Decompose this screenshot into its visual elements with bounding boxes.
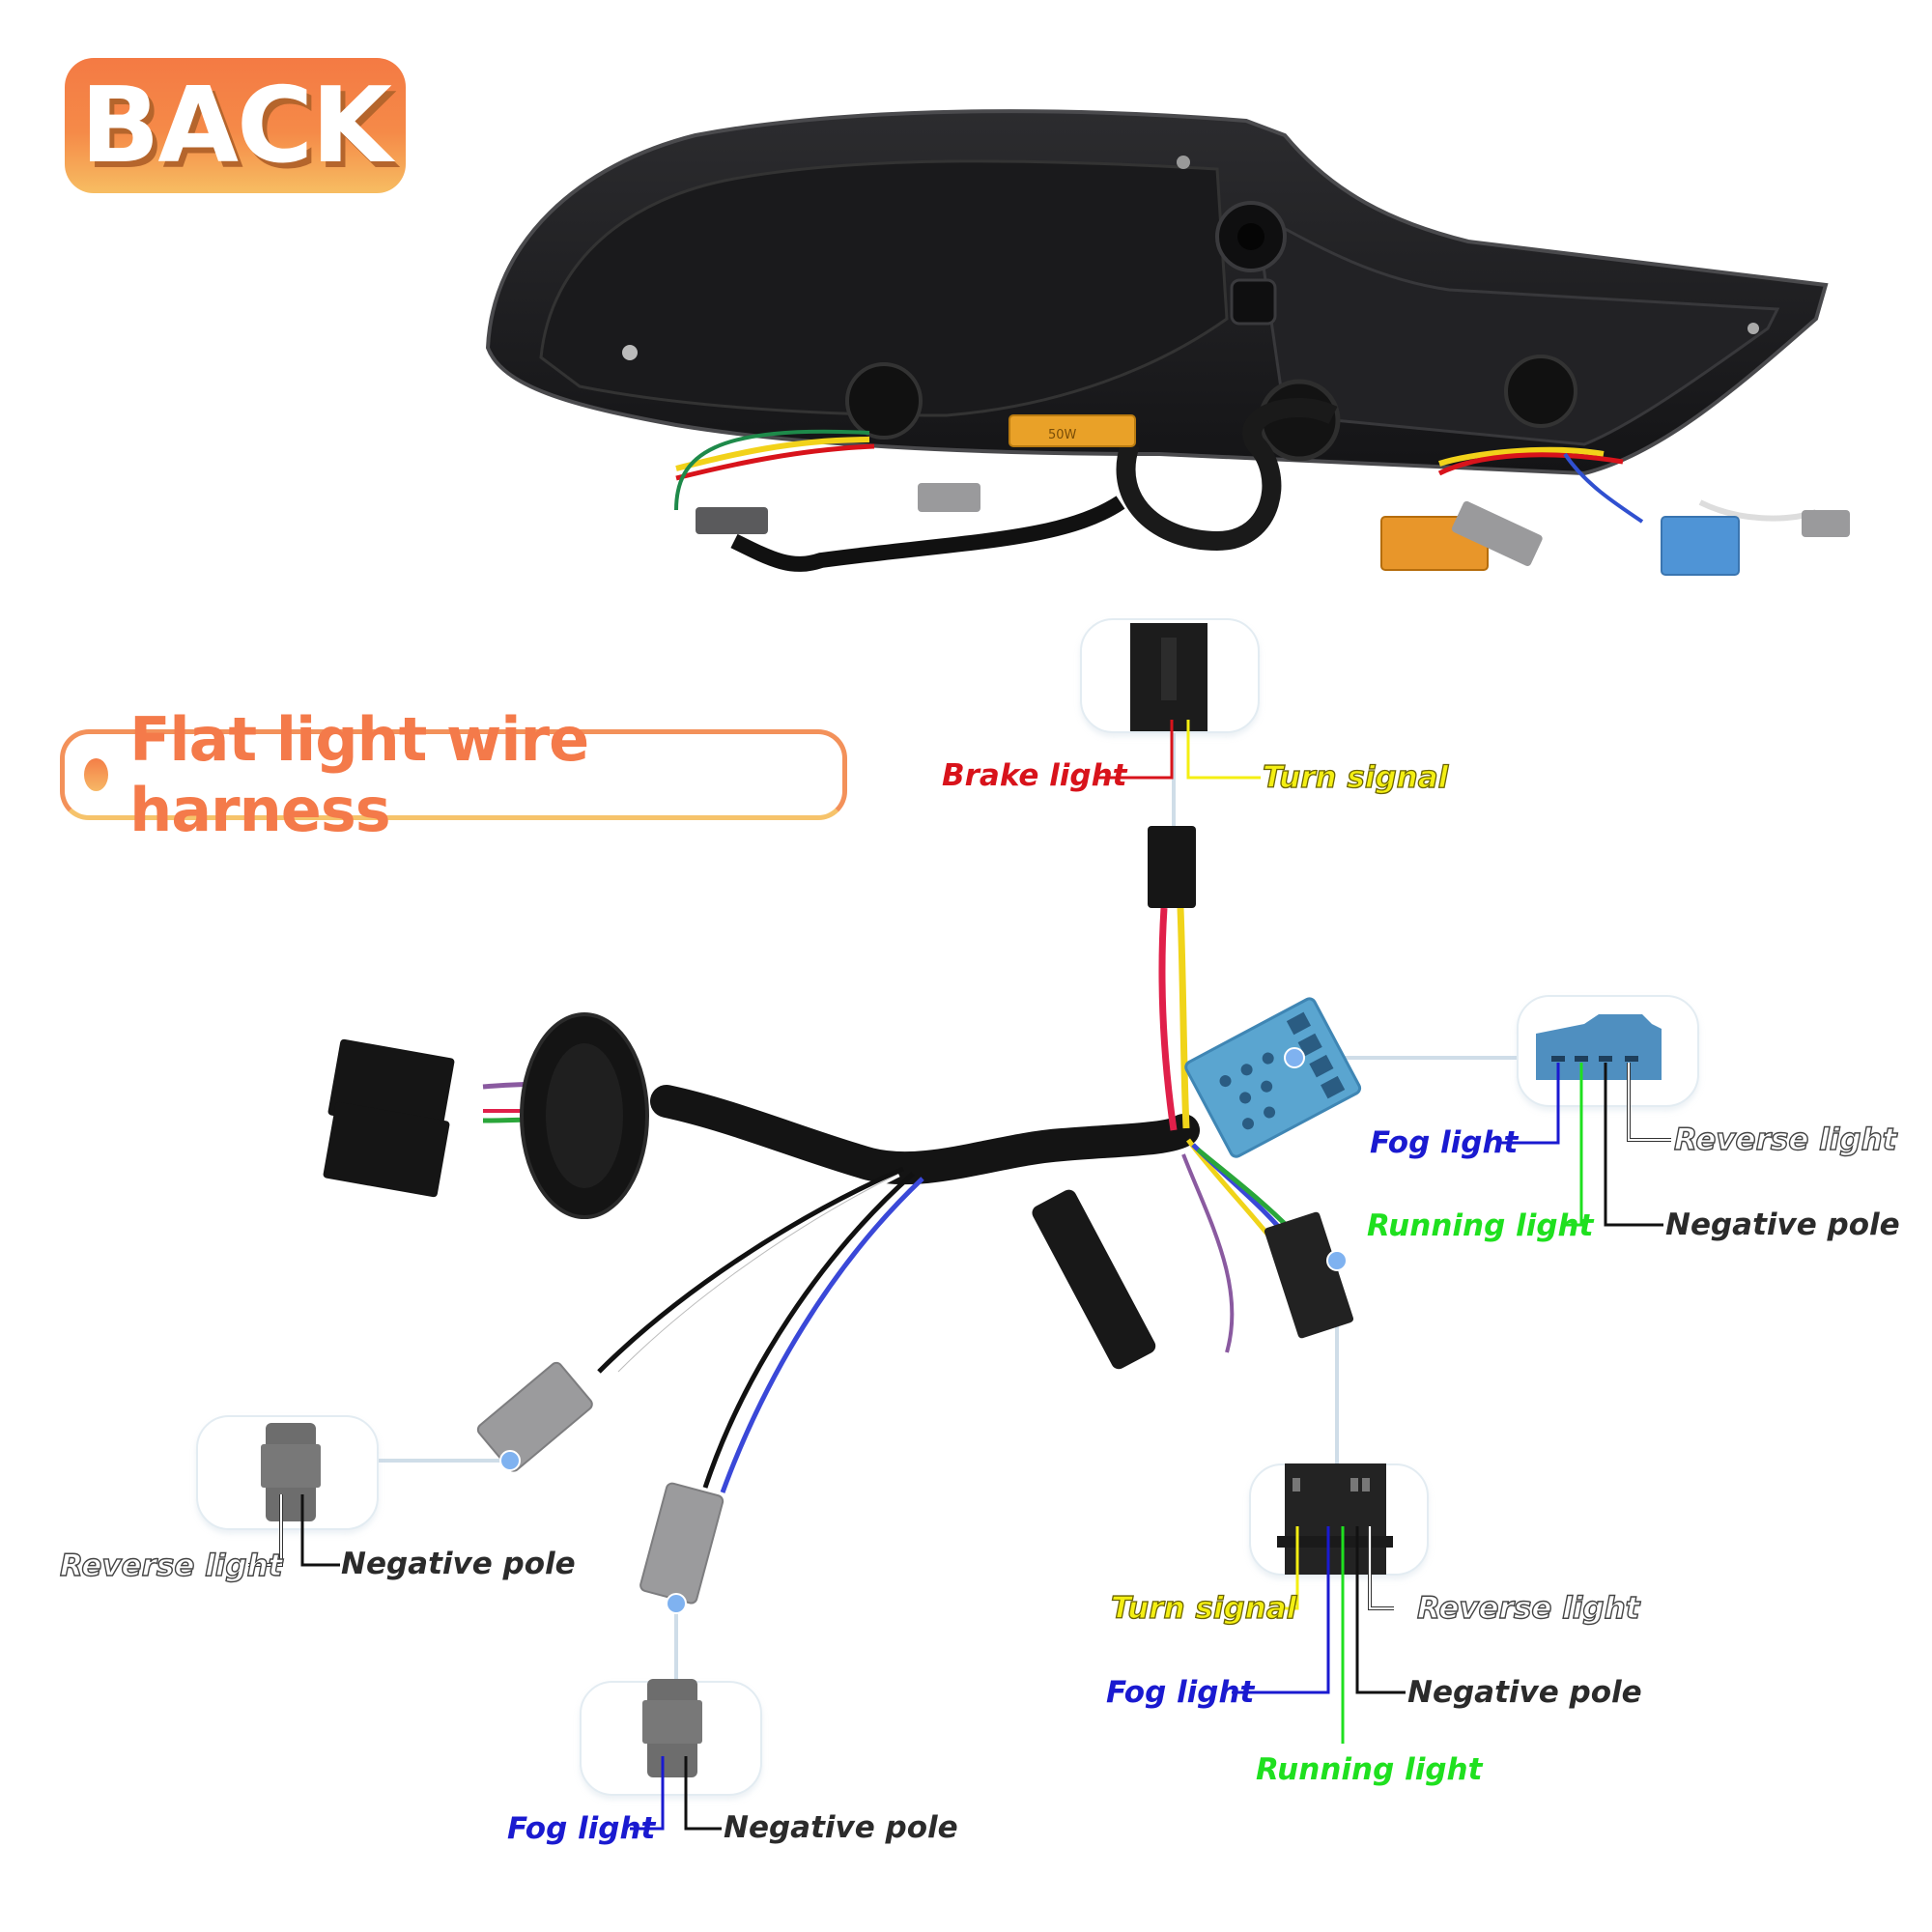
section-title: Flat light wire harness <box>129 704 589 845</box>
bulb-socket <box>520 1012 649 1219</box>
blue-harness-connector <box>1184 997 1362 1158</box>
label-negative-pole-gray-bottom: Negative pole <box>724 1810 958 1845</box>
two-pin-connector <box>1148 826 1196 908</box>
label-negative-pole-blue: Negative pole <box>1665 1208 1900 1242</box>
gray-connector-bottom <box>639 1482 724 1605</box>
label-brake-light: Brake light <box>942 758 1127 793</box>
resistor-label: 50W <box>1048 428 1077 442</box>
label-running-light-six-pin: Running light <box>1256 1752 1483 1787</box>
callout-six-pin-connector <box>1249 1463 1429 1576</box>
back-badge: BACK <box>65 58 406 193</box>
label-reverse-light-gray-left: Reverse light <box>59 1548 283 1583</box>
label-reverse-light-six-pin: Reverse light <box>1416 1591 1640 1626</box>
six-pin-connector <box>1264 1211 1354 1339</box>
section-title-pill: Flat light wire harness <box>60 704 847 845</box>
tail-light-photo: 50W <box>485 109 1850 576</box>
gray-connector-left <box>476 1361 593 1472</box>
back-badge-label: BACK <box>80 65 392 186</box>
label-fog-light-gray-bottom: Fog light <box>507 1811 656 1846</box>
bullet-dot-icon <box>84 758 109 791</box>
label-turn-signal-six-pin: Turn signal <box>1110 1591 1297 1626</box>
callout-gray-connector-bottom <box>580 1681 762 1796</box>
label-running-light-blue: Running light <box>1367 1208 1594 1243</box>
load-resistor <box>1009 414 1136 447</box>
label-reverse-light-blue: Reverse light <box>1673 1122 1897 1157</box>
label-negative-pole-gray-left: Negative pole <box>341 1547 576 1581</box>
label-turn-signal-top: Turn signal <box>1262 760 1449 795</box>
label-fog-light-six-pin: Fog light <box>1106 1675 1255 1710</box>
callout-top-connector <box>1080 618 1260 733</box>
callout-gray-connector-left <box>196 1415 379 1530</box>
label-negative-pole-six-pin: Negative pole <box>1407 1675 1642 1710</box>
label-fog-light-blue: Fog light <box>1370 1125 1519 1160</box>
harness-trunk <box>650 1085 1200 1185</box>
callout-blue-connector <box>1517 995 1699 1107</box>
